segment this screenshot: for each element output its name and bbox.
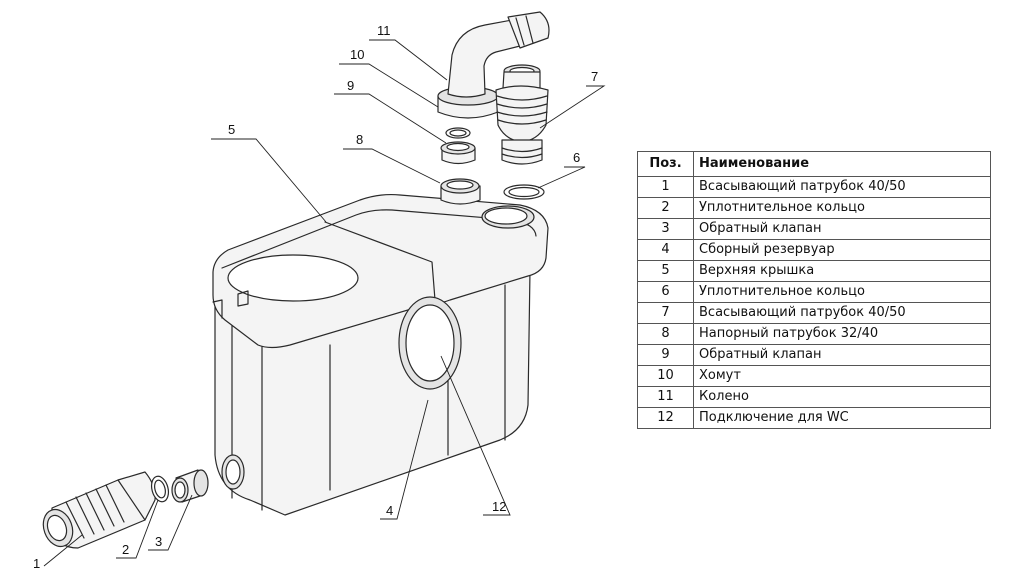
leader-lines xyxy=(43,39,606,567)
legend-name: Уплотнительное кольцо xyxy=(693,281,991,303)
legend-pos: 10 xyxy=(637,365,694,387)
top-cover xyxy=(212,193,549,349)
callout-6: 6 xyxy=(573,150,580,165)
legend-name: Верхняя крышка xyxy=(693,260,991,282)
legend-header-name: Наименование xyxy=(693,151,991,177)
legend-name: Подключение для WC xyxy=(693,407,991,429)
callout-labels: 1 2 3 4 5 6 7 8 9 10 11 12 xyxy=(33,23,598,571)
legend-pos: 7 xyxy=(637,302,694,324)
legend-name: Обратный клапан xyxy=(693,218,991,240)
legend-pos: 6 xyxy=(637,281,694,303)
clamp xyxy=(445,127,471,139)
callout-11: 11 xyxy=(377,23,391,38)
legend-pos: 2 xyxy=(637,197,694,219)
seal-ring-6 xyxy=(503,184,545,200)
check-valve-side xyxy=(171,469,209,503)
suction-nozzle-upper xyxy=(495,64,549,165)
callout-4: 4 xyxy=(386,503,393,518)
callout-10: 10 xyxy=(350,47,364,62)
callout-9: 9 xyxy=(347,78,354,93)
legend-pos: 4 xyxy=(637,239,694,261)
callout-2: 2 xyxy=(122,542,129,557)
legend-name: Колено xyxy=(693,386,991,408)
callout-8: 8 xyxy=(356,132,363,147)
legend-name: Сборный резервуар xyxy=(693,239,991,261)
legend-name: Уплотнительное кольцо xyxy=(693,197,991,219)
legend-name: Хомут xyxy=(693,365,991,387)
legend-pos: 11 xyxy=(637,386,694,408)
check-valve-top xyxy=(440,141,476,165)
legend-pos: 12 xyxy=(637,407,694,429)
legend-name: Всасывающий патрубок 40/50 xyxy=(693,176,991,198)
callout-3: 3 xyxy=(155,534,162,549)
callout-5: 5 xyxy=(228,122,235,137)
wc-connection xyxy=(398,296,462,390)
seal-ring-2 xyxy=(150,475,170,503)
suction-nozzle-lower xyxy=(42,471,156,549)
callout-7: 7 xyxy=(591,69,598,84)
legend-name: Обратный клапан xyxy=(693,344,991,366)
pressure-nozzle xyxy=(440,178,481,205)
legend-name: Всасывающий патрубок 40/50 xyxy=(693,302,991,324)
legend-pos: 9 xyxy=(637,344,694,366)
legend-name: Напорный патрубок 32/40 xyxy=(693,323,991,345)
legend-header-row: Поз. Наименование xyxy=(637,151,991,177)
callout-1: 1 xyxy=(33,556,40,571)
legend-pos: 8 xyxy=(637,323,694,345)
callout-12: 12 xyxy=(492,499,506,514)
elbow xyxy=(437,11,550,119)
legend-pos: 1 xyxy=(637,176,694,198)
legend-header-pos: Поз. xyxy=(637,151,694,177)
legend-pos: 3 xyxy=(637,218,694,240)
legend-pos: 5 xyxy=(637,260,694,282)
tank-side-inlet xyxy=(221,454,245,490)
